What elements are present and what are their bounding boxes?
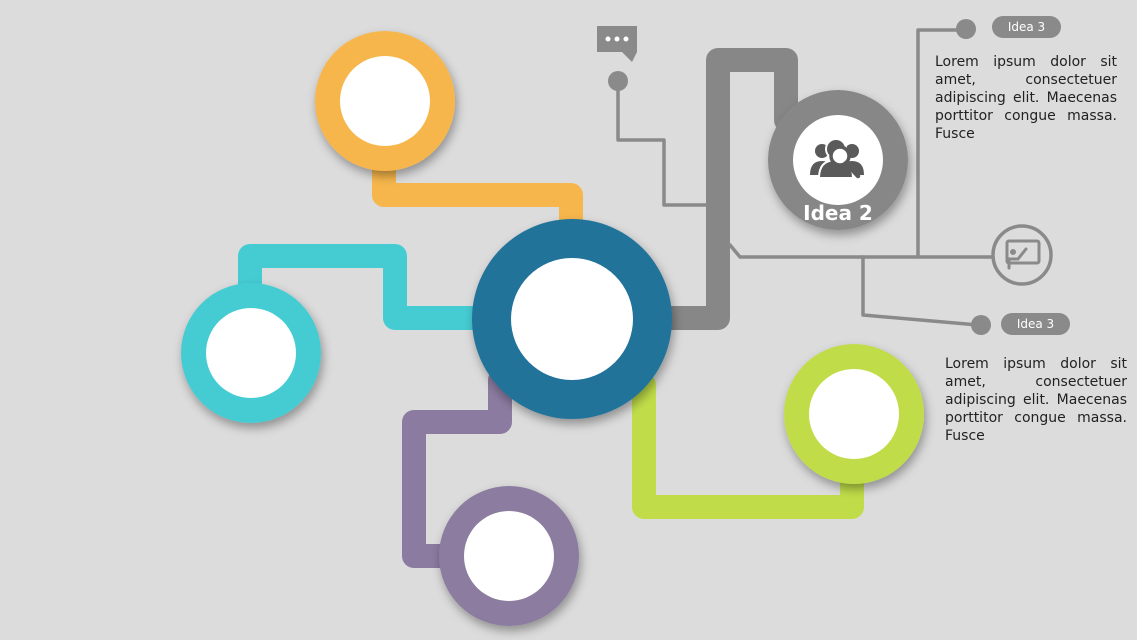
lime-node: [784, 344, 924, 484]
purple-node: [439, 486, 579, 626]
idea-2-label: Idea 2: [803, 201, 873, 225]
lime-connector: [632, 373, 864, 519]
gray-connector: [648, 48, 798, 330]
top-line-dot: [956, 19, 976, 39]
svg-text:Idea 3: Idea 3: [1017, 317, 1054, 331]
chat-line-dot: [608, 71, 628, 91]
thin-connector-lines: [616, 28, 995, 327]
idea-3-bottom-pill: Idea 3: [1001, 313, 1070, 335]
idea-3-bottom-text: Lorem ipsum dolor sit amet, consectetuer…: [945, 356, 1127, 444]
idea-3-top-text: Lorem ipsum dolor sit amet, consectetuer…: [935, 54, 1117, 142]
purple-connector: [402, 368, 512, 568]
svg-text:Idea 3: Idea 3: [1008, 20, 1045, 34]
center-node: [472, 219, 672, 419]
chat-bubble-icon: [597, 26, 637, 62]
bottom-line-dot: [971, 315, 991, 335]
orange-node: [315, 31, 455, 171]
presentation-board-icon: [991, 224, 1053, 286]
cyan-connector: [238, 244, 502, 330]
cyan-node: [181, 283, 321, 423]
team-search-icon: [810, 138, 864, 179]
idea-3-top-pill: Idea 3: [992, 16, 1061, 38]
